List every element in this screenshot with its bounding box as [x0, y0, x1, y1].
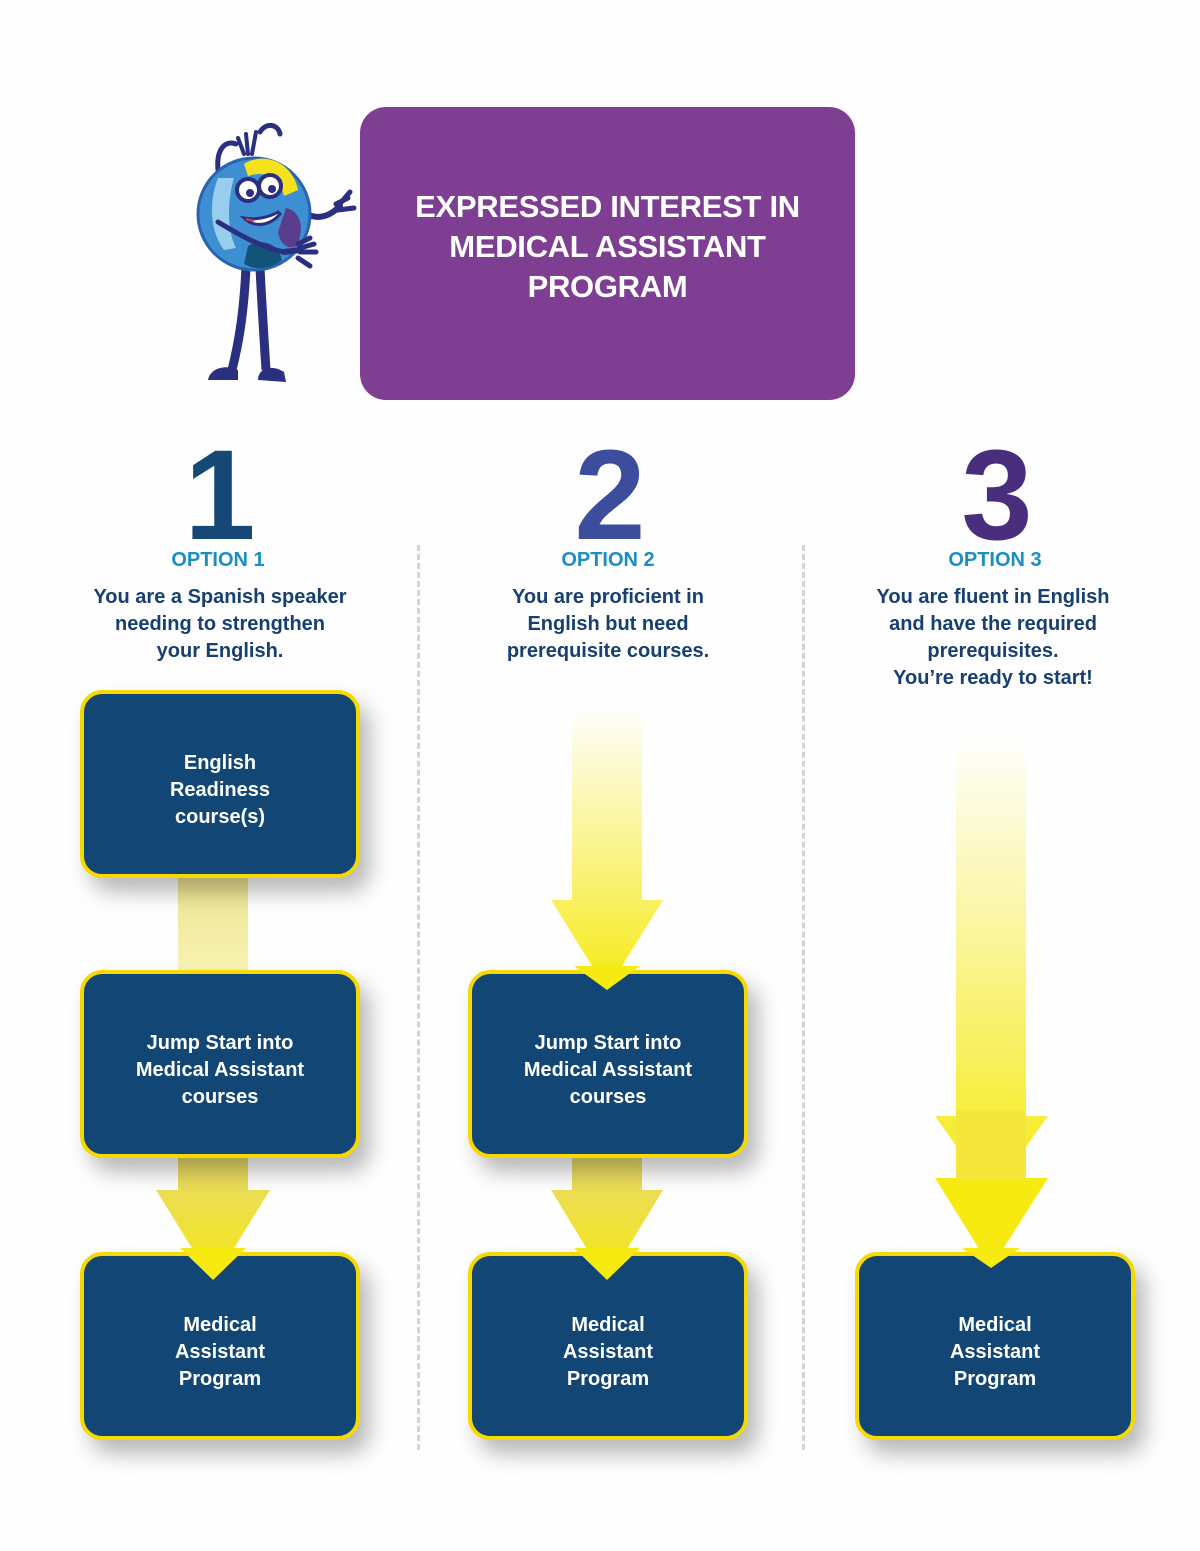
step-label: Medical Assistant Program	[562, 1314, 654, 1390]
option-label: OPTION 3	[948, 549, 1042, 571]
arrow-down-icon	[551, 705, 663, 990]
step-label: Medical Assistant Program	[949, 1314, 1041, 1390]
option-label: OPTION 1	[171, 549, 265, 571]
arrow-down-icon	[156, 1155, 270, 1282]
option-number: 3	[961, 424, 1032, 567]
globe-mascot-icon	[188, 118, 360, 390]
header-title: EXPRESSED INTEREST IN MEDICAL ASSISTANT …	[415, 188, 800, 304]
option-description: You are a Spanish speaker needing to str…	[93, 586, 347, 662]
step-box: Medical Assistant Program	[468, 1252, 748, 1440]
arrow-stem-end	[956, 1110, 1026, 1180]
step-label: Jump Start into Medical Assistant course…	[135, 1032, 305, 1108]
arrow-down-icon	[551, 1155, 663, 1282]
arrow-head	[935, 1178, 1048, 1268]
step-label: English Readiness course(s)	[169, 752, 271, 828]
step-box: Jump Start into Medical Assistant course…	[468, 970, 748, 1158]
step-box: Medical Assistant Program	[855, 1252, 1135, 1440]
column-divider	[417, 545, 420, 1450]
option-number: 1	[184, 424, 255, 567]
step-box: Medical Assistant Program	[80, 1252, 360, 1440]
option-description: You are proficient in English but need p…	[506, 586, 710, 662]
option-description: You are fluent in English and have the r…	[876, 586, 1110, 689]
arrow-down-icon	[935, 733, 1048, 1195]
column-divider	[802, 545, 805, 1450]
option-label: OPTION 2	[561, 549, 655, 571]
step-box: English Readiness course(s)	[80, 690, 360, 878]
connector-stem	[178, 872, 248, 976]
step-box: Jump Start into Medical Assistant course…	[80, 970, 360, 1158]
header-box: EXPRESSED INTEREST IN MEDICAL ASSISTANT …	[360, 107, 855, 400]
step-label: Medical Assistant Program	[174, 1314, 266, 1390]
step-label: Jump Start into Medical Assistant course…	[523, 1032, 693, 1108]
option-number: 2	[574, 424, 645, 567]
